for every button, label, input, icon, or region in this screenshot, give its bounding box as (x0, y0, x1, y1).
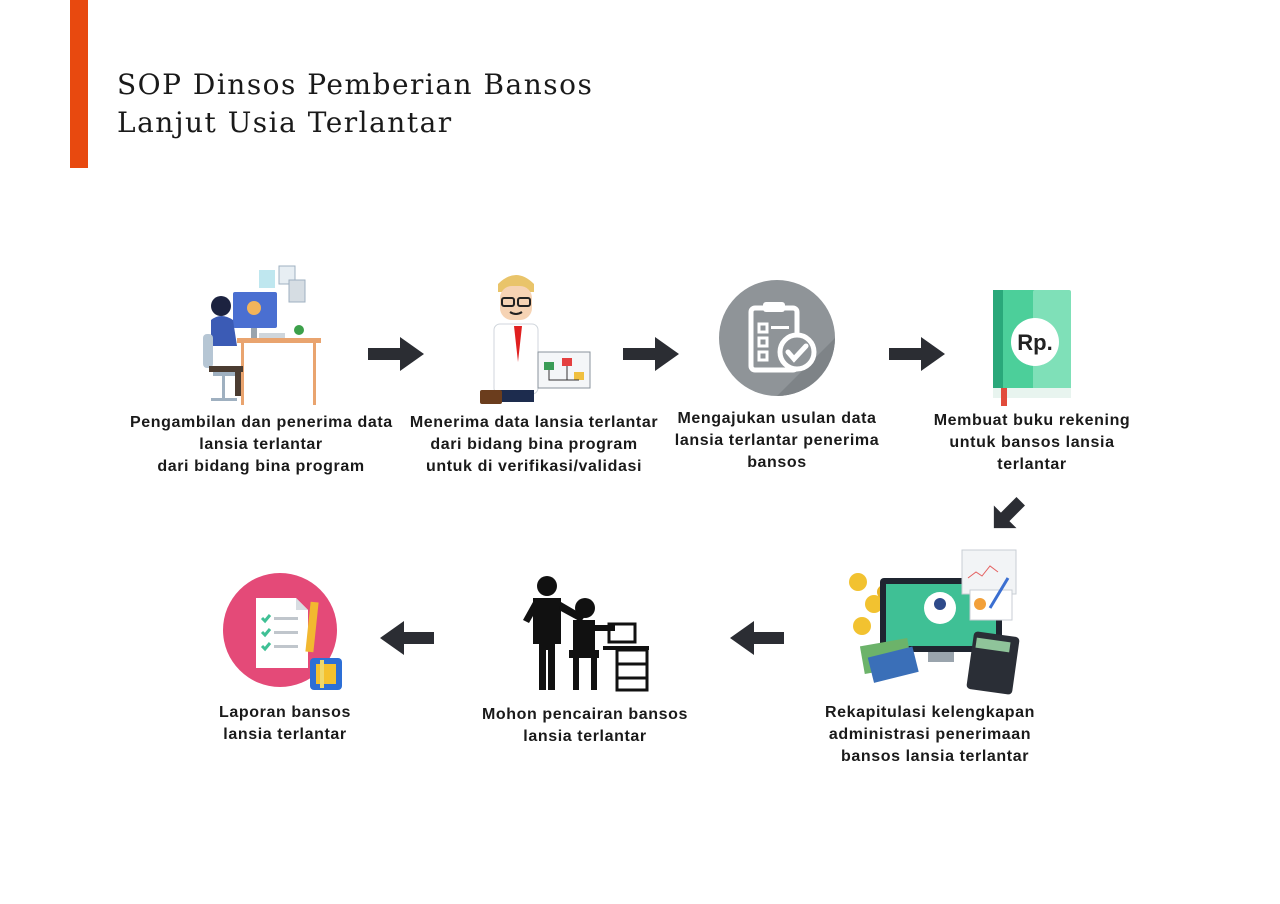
clipboard-check-icon (719, 280, 835, 396)
title-line-2: Lanjut Usia Terlantar (117, 106, 453, 139)
bank-book-icon: Rp. (993, 290, 1071, 406)
step-2: Menerima data lansia terlantar dari bida… (408, 268, 660, 478)
step-7-label: Laporan bansos lansia terlantar (219, 704, 351, 743)
arrow-right-icon (889, 337, 945, 371)
page-title: SOP Dinsos Pemberian Bansos Lanjut Usia … (117, 66, 593, 142)
title-line-1: SOP Dinsos Pemberian Bansos (117, 68, 594, 101)
computer-worker-icon (203, 265, 321, 405)
step-7: Laporan bansos lansia terlantar (200, 572, 370, 746)
step-6-label: Mohon pencairan bansos lansia terlantar (481, 706, 689, 745)
report-document-icon (223, 573, 342, 690)
arrow-right-icon (623, 337, 679, 371)
step-4-label: Membuat buku rekening untuk bansos lansi… (933, 412, 1131, 473)
step-3: Mengajukan usulan data lansia terlantar … (672, 280, 882, 474)
step-6: Mohon pencairan bansos lansia terlantar (480, 572, 690, 748)
arrow-left-icon (380, 621, 434, 655)
rp-badge: Rp. (1017, 330, 1052, 355)
arrow-left-icon (730, 621, 784, 655)
step-3-label: Mengajukan usulan data lansia terlantar … (674, 410, 880, 471)
step-5-label: Rekapitulasi kelengkapan administrasi pe… (824, 704, 1036, 765)
disbursement-request-icon (523, 576, 649, 692)
arrow-down-left-icon (993, 497, 1025, 529)
businessman-presenting-icon (480, 275, 591, 404)
step-2-label: Menerima data lansia terlantar dari bida… (409, 414, 659, 475)
step-1-label: Pengambilan dan penerima data lansia ter… (130, 414, 393, 475)
step-1: Pengambilan dan penerima data lansia ter… (130, 262, 392, 478)
arrow-right-icon (368, 337, 424, 371)
step-5: Rekapitulasi kelengkapan administrasi pe… (818, 548, 1042, 768)
finance-recap-icon (849, 549, 1020, 695)
step-4: Rp. Membuat buku rekening untuk bansos l… (928, 288, 1136, 476)
accent-bar (70, 0, 88, 168)
